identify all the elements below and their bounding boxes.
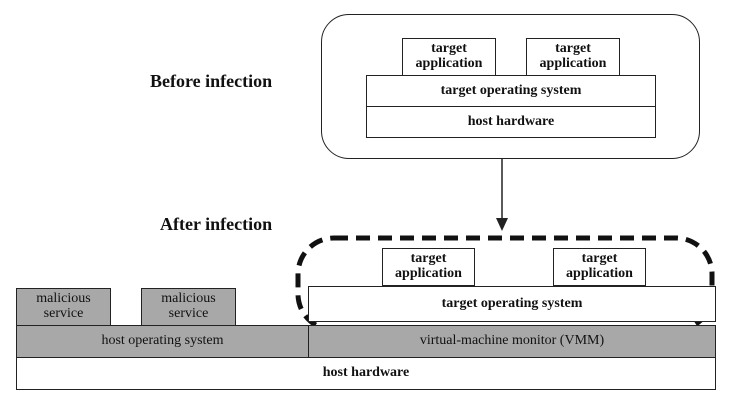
after-infection-heading: After infection: [160, 214, 273, 234]
host-operating-system: host operating system: [16, 325, 309, 358]
malicious-service-2-label: malicious service: [161, 291, 216, 321]
before-target-operating-system-label: target operating system: [440, 82, 582, 98]
before-target-application-2-label: target application: [539, 41, 607, 71]
before-target-application-1: target application: [402, 38, 496, 76]
after-target-application-2-label: target application: [566, 251, 633, 281]
after-target-application-1: target application: [382, 248, 475, 286]
before-infection-heading: Before infection: [150, 71, 273, 91]
after-host-hardware-label: host hardware: [322, 365, 410, 381]
before-host-hardware-label: host hardware: [467, 113, 555, 129]
before-target-application-2: target application: [526, 38, 620, 76]
malicious-service-1: malicious service: [16, 288, 111, 326]
after-target-application-2: target application: [553, 248, 646, 286]
virtual-machine-monitor-label: virtual-machine monitor (VMM): [419, 333, 605, 349]
virtual-machine-monitor: virtual-machine monitor (VMM): [308, 325, 716, 358]
before-infection-container: [321, 14, 700, 159]
after-target-operating-system-label: target operating system: [441, 295, 583, 311]
host-operating-system-label: host operating system: [101, 333, 224, 349]
malicious-service-1-label: malicious service: [36, 291, 91, 321]
after-target-operating-system: target operating system: [308, 286, 716, 322]
transition-arrow: [496, 158, 508, 231]
before-target-application-1-label: target application: [415, 41, 483, 71]
before-host-hardware: host hardware: [366, 106, 656, 138]
after-host-hardware: host hardware: [16, 357, 716, 390]
before-target-operating-system: target operating system: [366, 75, 656, 107]
after-target-application-1-label: target application: [395, 251, 462, 281]
malicious-service-2: malicious service: [141, 288, 236, 326]
